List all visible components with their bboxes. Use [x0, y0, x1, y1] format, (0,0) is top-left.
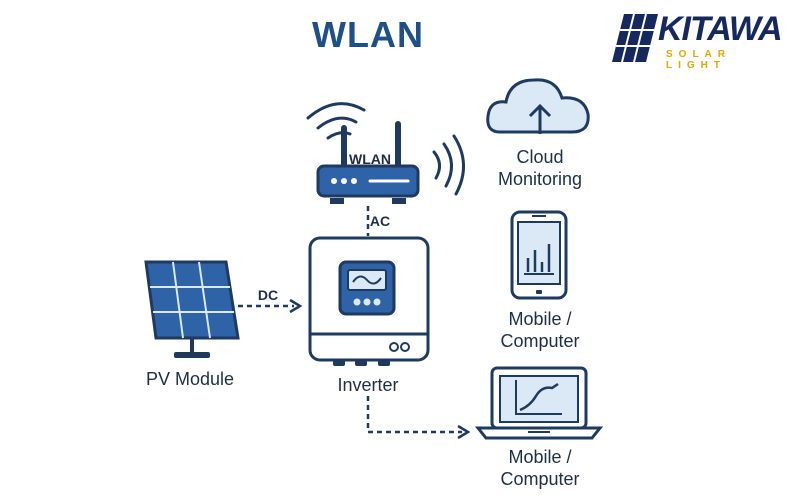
wifi-signal-right-icon [432, 134, 466, 196]
solar-panel-icon [144, 260, 240, 358]
mobile-label-line2: Computer [500, 331, 580, 351]
router-icon [316, 121, 420, 204]
logo-mark-icon [612, 13, 658, 63]
logo-brand: KITAWA [658, 10, 783, 48]
dc-link-arrow [238, 298, 303, 314]
pv-module-label: PV Module [145, 369, 235, 389]
cloud-upload-icon [486, 78, 590, 134]
logo-tagline: SOLAR LIGHT [666, 49, 731, 71]
wifi-signal-left-icon [306, 102, 366, 140]
cloud-label: Cloud Monitoring [480, 146, 600, 190]
dc-label: DC [257, 287, 279, 303]
laptop-label: Mobile / Computer [478, 446, 602, 490]
inverter-laptop-arrow [366, 396, 471, 440]
ac-label: AC [369, 213, 391, 229]
cloud-label-line1: Cloud [516, 147, 564, 167]
diagram-title: WLAN [312, 14, 424, 55]
mobile-label-line1: Mobile / [508, 309, 572, 329]
inverter-icon [308, 236, 430, 366]
mobile-label: Mobile / Computer [478, 308, 602, 352]
smartphone-icon [510, 210, 568, 300]
laptop-label-line1: Mobile / [508, 447, 572, 467]
laptop-label-line2: Computer [500, 469, 580, 489]
inverter-label: Inverter [337, 375, 399, 395]
cloud-label-line2: Monitoring [497, 169, 583, 189]
kitawa-logo: KITAWA SOLAR LIGHT [610, 8, 790, 71]
router-label: WLAN [349, 151, 391, 167]
laptop-icon [474, 366, 604, 440]
